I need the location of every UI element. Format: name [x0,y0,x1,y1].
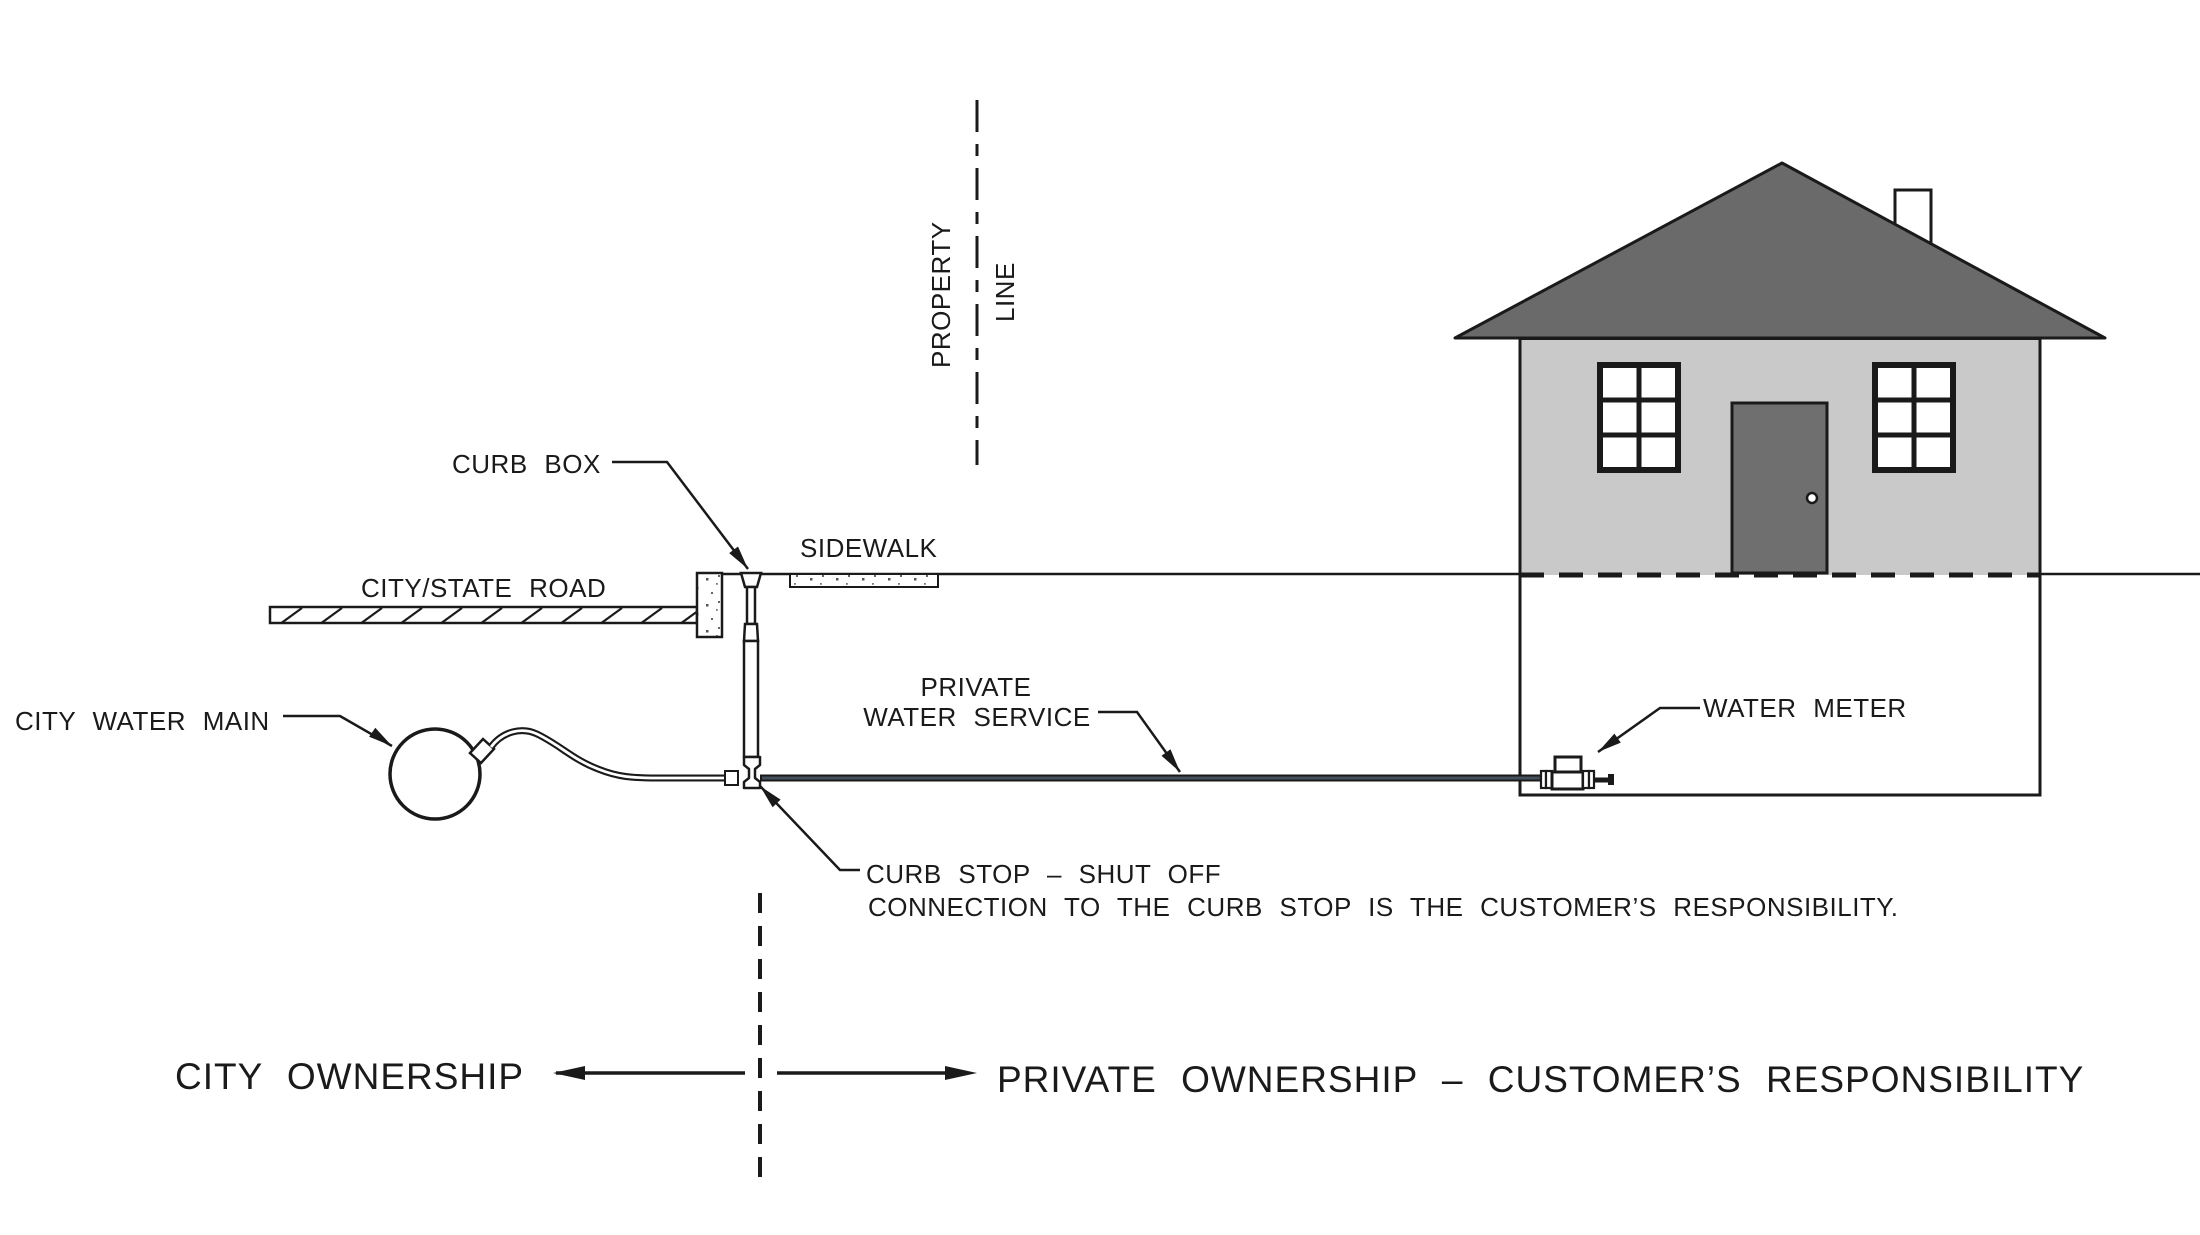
city-water-main-pipe [388,727,482,821]
leader-curb-box [612,460,749,570]
city-state-road-label: CITY/STATE ROAD [361,573,606,603]
water-meter-label: WATER METER [1703,693,1907,723]
leader-curb-stop [759,785,860,872]
private-ownership-arrow [777,1066,977,1080]
sidewalk-label: SIDEWALK [800,533,938,563]
door [1730,401,1829,575]
water-meter-register [1553,755,1583,774]
city-ownership-label: CITY OWNERSHIP [175,1056,524,1097]
curb-box-assembly [739,571,763,790]
private-ownership-label: PRIVATE OWNERSHIP – CUSTOMER’S RESPONSIB… [997,1059,2084,1100]
city-water-main-label: CITY WATER MAIN [15,706,270,736]
house [1453,161,2107,797]
pipe-coupling [724,770,739,786]
private-water-service-label-2: WATER SERVICE [863,702,1090,732]
meter-outlet-cap [1608,774,1614,785]
roof [1453,161,2107,340]
road-surface [268,605,699,625]
leader-city-water-main [283,714,393,748]
corporation-stop [468,737,496,765]
curb-box-cap [739,571,763,589]
gooseneck-pipe [488,727,739,786]
curb-box-label: CURB BOX [452,449,601,479]
curb-stop-valve [742,755,762,790]
property-line-label-1: PROPERTY [926,221,956,368]
window-left [1597,362,1681,473]
leader-water-meter [1597,706,1700,754]
curb-stop-note-line1: CURB STOP – SHUT OFF [866,859,1221,889]
curb-box-tube [742,639,760,759]
curb-stop-note-line2: CONNECTION TO THE CURB STOP IS THE CUSTO… [868,892,1899,922]
property-line-label-2: LINE [990,262,1020,322]
water-meter-body [1550,770,1585,791]
door-knob [1805,491,1819,505]
window-right [1872,362,1956,473]
leader-private-water-service [1098,710,1182,773]
city-ownership-arrow [553,1066,745,1080]
curb-box-riser [745,585,757,626]
private-service-line [760,774,1614,785]
sidewalk-slab [789,573,939,588]
private-water-service-label-1: PRIVATE [921,672,1032,702]
curb [695,571,724,639]
water-meter [1539,755,1596,791]
curb-box-coupling [742,622,760,643]
